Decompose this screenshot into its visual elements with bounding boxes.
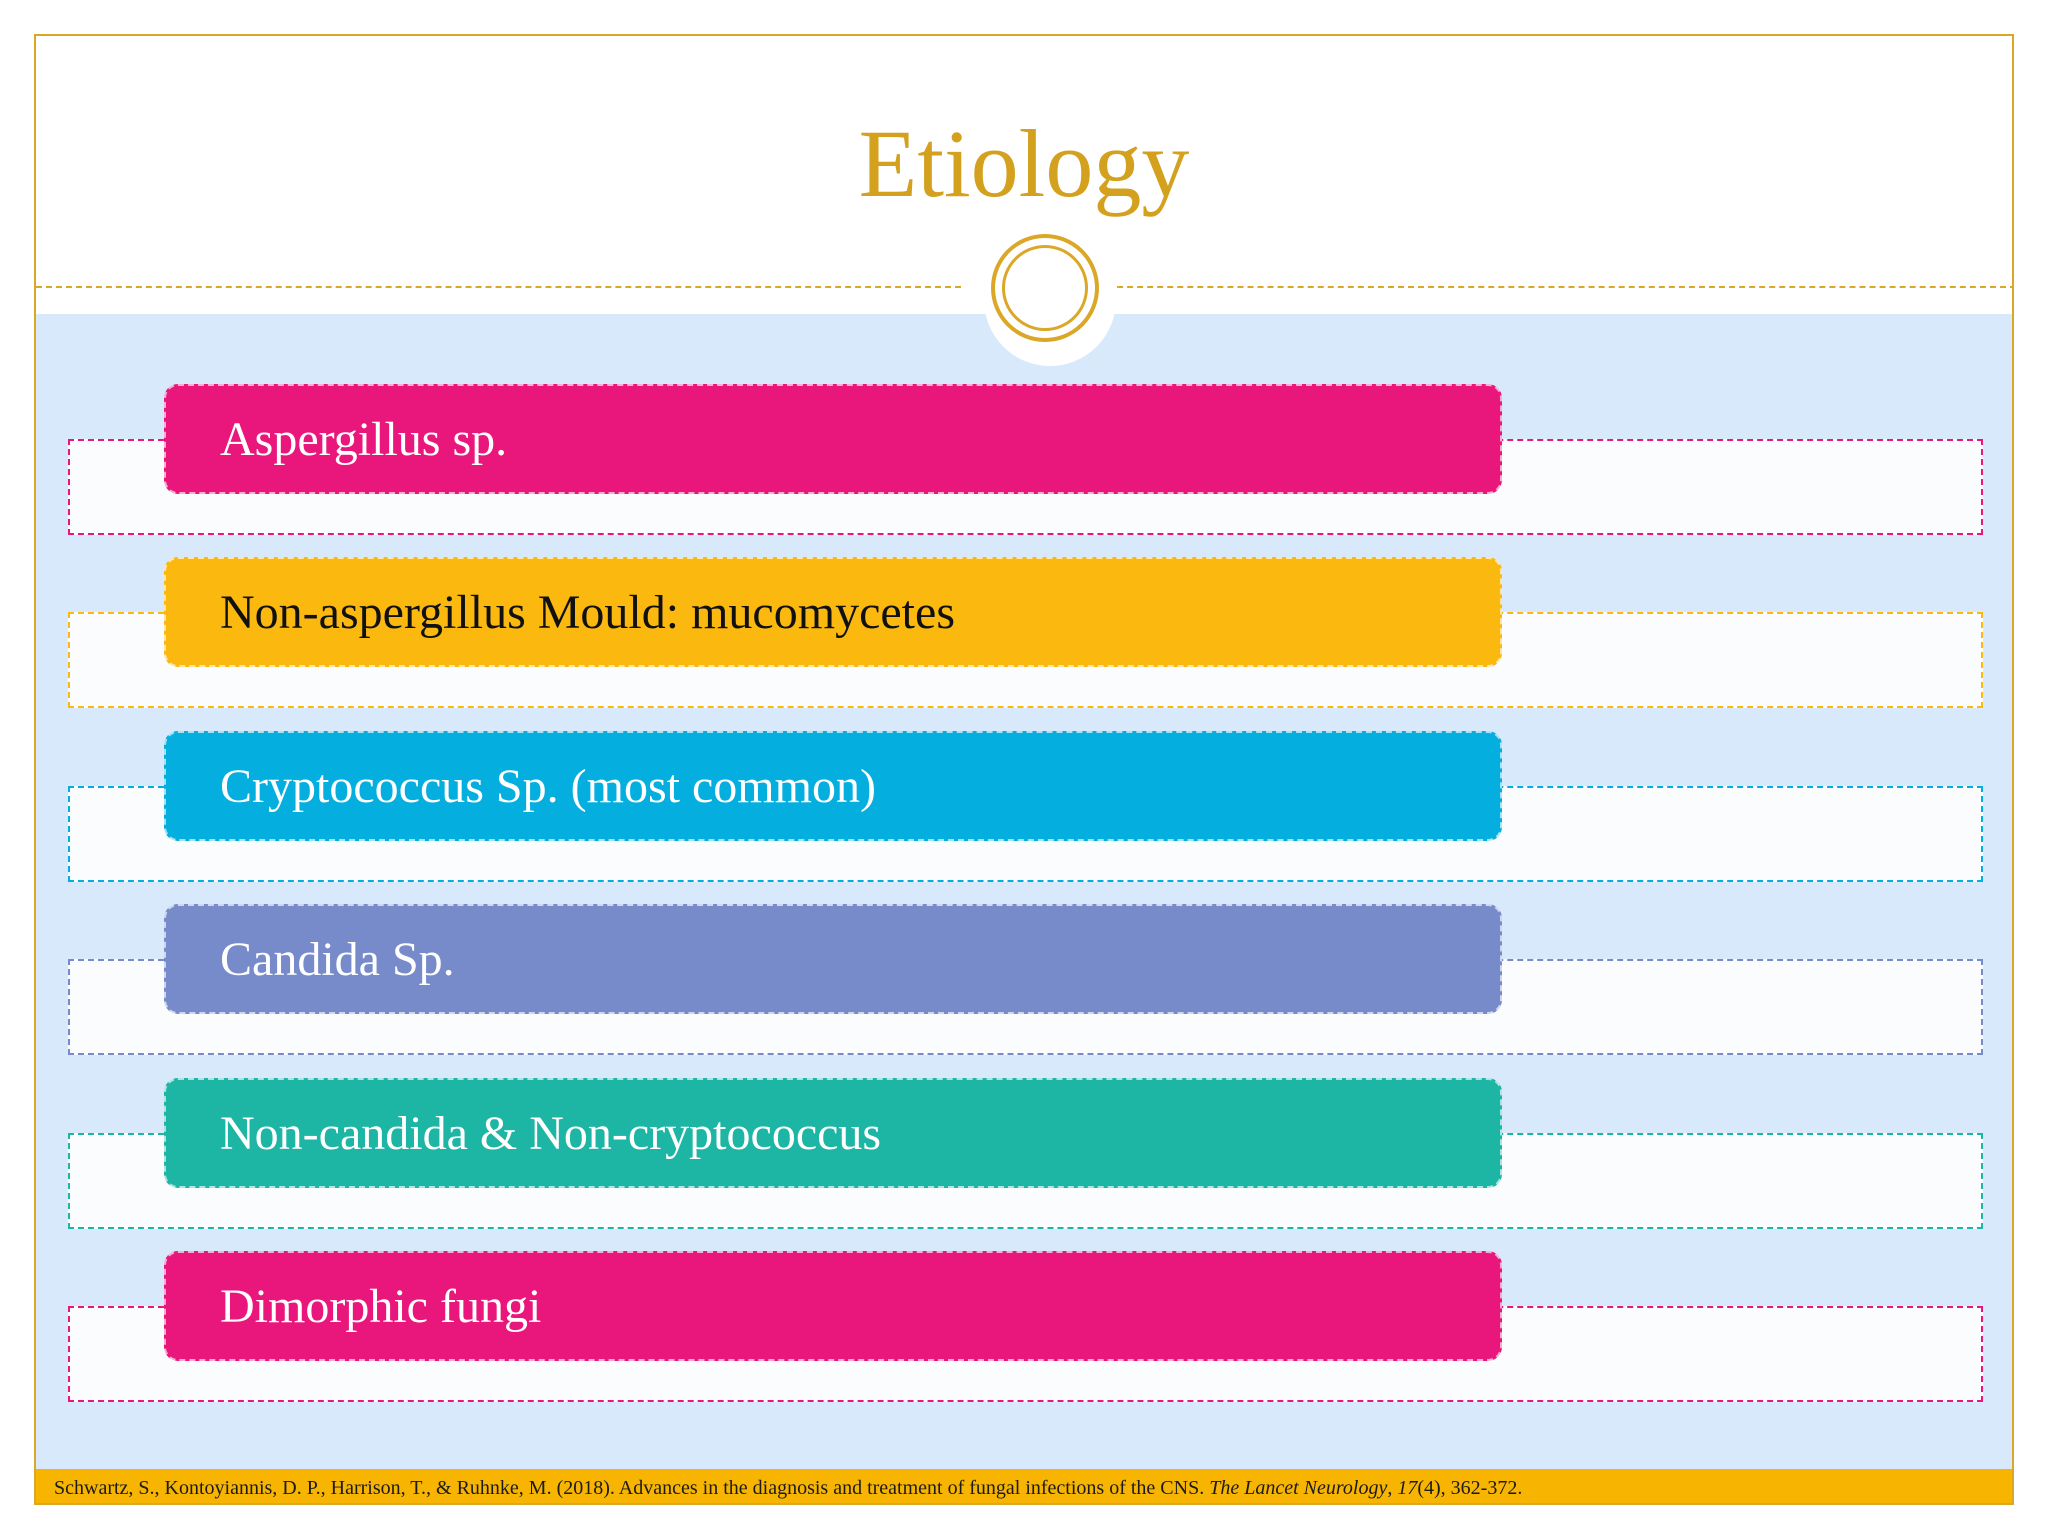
double-ring-icon bbox=[991, 234, 1099, 342]
slide-title: Etiology bbox=[858, 110, 1190, 217]
inner-ring-icon bbox=[1002, 245, 1088, 331]
list-item: Non-candida & Non-cryptococcus bbox=[36, 1078, 2012, 1229]
list-item-label: Cryptococcus Sp. (most common) bbox=[164, 731, 1502, 841]
title-divider-right bbox=[1097, 286, 2012, 288]
list-item: Dimorphic fungi bbox=[36, 1251, 2012, 1402]
list-item: Cryptococcus Sp. (most common) bbox=[36, 731, 2012, 882]
list-item: Non-aspergillus Mould: mucomycetes bbox=[36, 557, 2012, 708]
list-item-label: Aspergillus sp. bbox=[164, 384, 1502, 494]
list-item-label: Non-candida & Non-cryptococcus bbox=[164, 1078, 1502, 1188]
citation-journal: The Lancet Neurology bbox=[1209, 1477, 1388, 1499]
list-item-label: Non-aspergillus Mould: mucomycetes bbox=[164, 557, 1502, 667]
citation-suffix: (4), 362-372. bbox=[1417, 1477, 1523, 1499]
content-area: Aspergillus sp. Non-aspergillus Mould: m… bbox=[36, 314, 2012, 1469]
citation-mid: , bbox=[1387, 1477, 1398, 1499]
list-item-label: Dimorphic fungi bbox=[164, 1251, 1502, 1361]
list-item-label: Candida Sp. bbox=[164, 904, 1502, 1014]
citation-prefix: Schwartz, S., Kontoyiannis, D. P., Harri… bbox=[54, 1477, 1210, 1499]
slide-frame: Etiology Aspergillus sp. Non-aspergillus… bbox=[34, 34, 2014, 1505]
list-item: Aspergillus sp. bbox=[36, 384, 2012, 535]
citation-text: Schwartz, S., Kontoyiannis, D. P., Harri… bbox=[54, 1469, 1523, 1503]
list-item: Candida Sp. bbox=[36, 904, 2012, 1055]
citation-volume: 17 bbox=[1397, 1477, 1418, 1499]
citation-footer: Schwartz, S., Kontoyiannis, D. P., Harri… bbox=[36, 1469, 2012, 1503]
title-divider-left bbox=[36, 286, 961, 288]
